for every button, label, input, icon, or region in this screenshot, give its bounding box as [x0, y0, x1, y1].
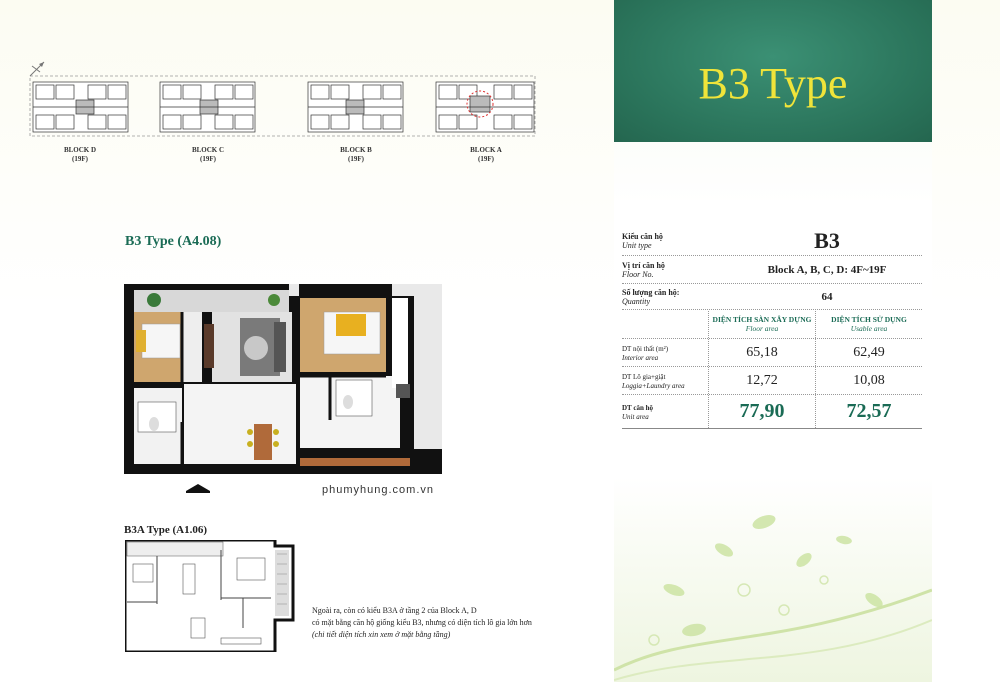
spec-row-floor: Vị trí căn hộ Floor No. Block A, B, C, D… — [622, 256, 922, 284]
site-plan-drawing — [29, 75, 536, 137]
small-plan-title: B3A Type (A1.06) — [124, 524, 208, 536]
main-plan-title: B3 Type (A4.08) — [125, 234, 222, 249]
header-banner — [614, 0, 932, 142]
unit-type-value: B3 — [814, 227, 840, 253]
spec-row-unit-type: Kiểu căn hộ Unit type B3 — [622, 226, 922, 256]
block-b-label: BLOCK B(19F) — [340, 146, 372, 163]
floor-value: Block A, B, C, D: 4F~19F — [767, 263, 887, 276]
b3-floor-plan-drawing — [124, 284, 442, 474]
b3a-note: Ngoài ra, còn có kiểu B3A ở tầng 2 của B… — [312, 605, 592, 641]
block-d-plan — [32, 81, 129, 133]
unit-highlight-circle — [466, 90, 494, 118]
area-table-header: DIỆN TÍCH SÀN XÂY DỰNG Floor area DIỆN T… — [622, 311, 922, 339]
spec-table: Kiểu căn hộ Unit type B3 Vị trí căn hộ F… — [622, 226, 922, 310]
area-table: DIỆN TÍCH SÀN XÂY DỰNG Floor area DIỆN T… — [622, 311, 922, 429]
col-usable-area: DIỆN TÍCH SỬ DỤNG Usable area — [815, 311, 922, 338]
area-row-unit-total: DT căn hộ Unit area 77,90 72,57 — [622, 395, 922, 429]
area-row-interior: DT nội thất (m²) Interior area 65,18 62,… — [622, 339, 922, 367]
note-line-2: có mặt bằng căn hộ giống kiểu B3, nhưng … — [312, 618, 532, 627]
b3-floor-plan — [124, 284, 444, 474]
block-a-label: BLOCK A(19F) — [470, 146, 502, 163]
col-floor-area: DIỆN TÍCH SÀN XÂY DỰNG Floor area — [708, 311, 815, 338]
unit-floor-area-value: 77,90 — [708, 395, 815, 428]
b3a-floor-plan — [123, 538, 295, 654]
note-line-1: Ngoài ra, còn có kiểu B3A ở tầng 2 của B… — [312, 606, 477, 615]
block-a-plan — [435, 81, 535, 133]
quantity-value: 64 — [821, 290, 833, 303]
note-line-3: (chi tiết diện tích xin xem ở mặt bằng t… — [312, 630, 451, 639]
leaf-decoration-icon — [614, 515, 932, 681]
site-plan: BLOCK D(19F) BLOCK C(19F) BLOCK B(19F) B… — [28, 60, 548, 170]
block-b-plan — [307, 81, 404, 133]
block-d-label: BLOCK D(19F) — [63, 146, 97, 163]
spec-row-quantity: Số lượng căn hộ: Quantity 64 — [622, 284, 922, 310]
compass-icon — [29, 61, 45, 77]
website-text: phumyhung.com.vn — [322, 484, 434, 496]
entry-arrow-icon — [186, 484, 210, 493]
block-c-plan — [159, 81, 256, 133]
area-row-loggia: DT Lô gia+giặt Loggia+Laundry area 12,72… — [622, 367, 922, 395]
page-title: B3 Type — [698, 59, 848, 108]
block-c-label: BLOCK C(19F) — [191, 146, 225, 163]
unit-usable-area-value: 72,57 — [815, 395, 922, 428]
b3a-floor-plan-drawing — [123, 538, 295, 654]
